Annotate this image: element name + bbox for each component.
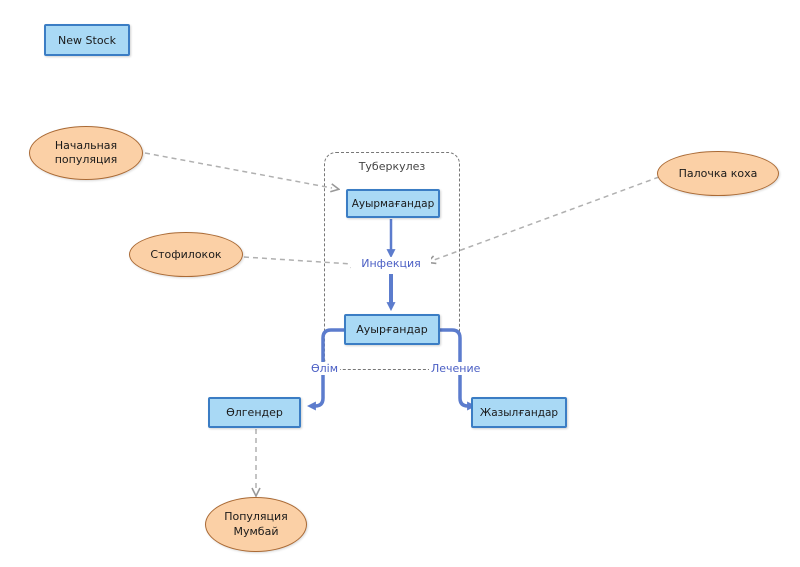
- flow-label-infection[interactable]: Инфекция: [351, 257, 431, 270]
- variable-stofilokok-label: Стофилокок: [150, 248, 222, 261]
- stock-auyrgandar-label: Ауырғандар: [356, 323, 428, 336]
- flow-label-treatment[interactable]: Лечение: [429, 362, 499, 375]
- variable-initial-population-label: Начальная популяция: [54, 138, 118, 166]
- flow-treatment[interactable]: [440, 328, 477, 411]
- variable-palochka-koha-label: Палочка коха: [678, 167, 758, 180]
- group-tuberkulez-label: Туберкулез: [358, 160, 426, 173]
- variable-populyaciya-mumbai-label: Популяция Мумбай: [224, 510, 288, 538]
- flow-death[interactable]: [306, 328, 344, 411]
- stock-olgender[interactable]: Өлгендер: [208, 397, 301, 428]
- link-palochka-koha-to-infection[interactable]: [434, 176, 660, 260]
- variable-initial-population[interactable]: Начальная популяция: [29, 126, 143, 180]
- stock-zhazylgandar-label: Жазылғандар: [479, 406, 559, 419]
- link-initial-population-to-auyrmagandar[interactable]: [144, 152, 332, 188]
- stock-new-stock-label: New Stock: [58, 33, 116, 47]
- variable-populyaciya-mumbai[interactable]: Популяция Мумбай: [205, 497, 307, 552]
- stock-auyrmagandar[interactable]: Ауырмағандар: [346, 189, 440, 218]
- stock-new-stock[interactable]: New Stock: [44, 24, 130, 56]
- variable-palochka-koha[interactable]: Палочка коха: [657, 151, 779, 196]
- stock-olgender-label: Өлгендер: [226, 406, 283, 419]
- link-stofilokok-to-infection[interactable]: [243, 256, 352, 264]
- flow-label-death[interactable]: Өлім: [276, 362, 340, 375]
- group-tuberkulez[interactable]: Туберкулез: [324, 152, 460, 370]
- variable-stofilokok[interactable]: Стофилокок: [129, 232, 243, 277]
- stock-auyrgandar[interactable]: Ауырғандар: [344, 314, 440, 345]
- stock-auyrmagandar-label: Ауырмағандар: [351, 197, 435, 210]
- stock-zhazylgandar[interactable]: Жазылғандар: [471, 397, 567, 428]
